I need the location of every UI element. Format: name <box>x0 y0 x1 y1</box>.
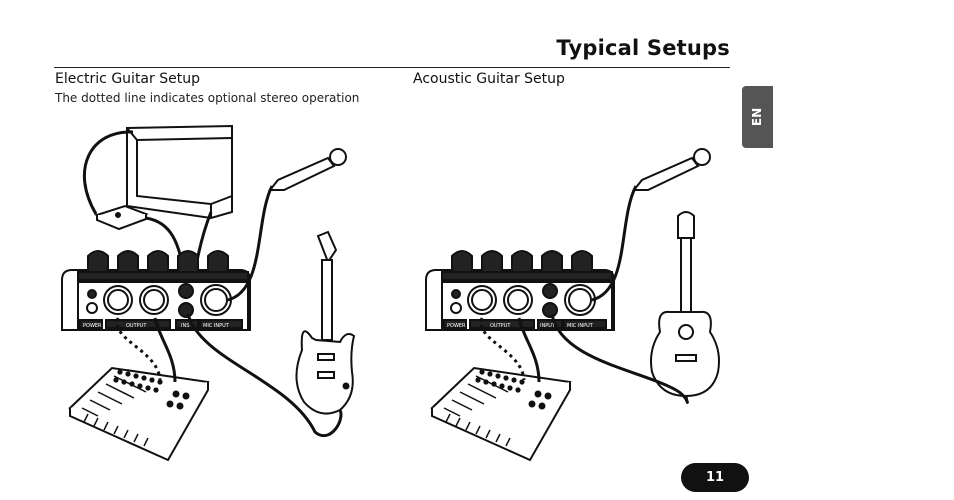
footswitch-icon <box>94 204 149 231</box>
panel-label-mic-input: MIC INPUT <box>203 323 230 329</box>
acoustic-guitar-icon <box>650 211 720 398</box>
panel-label-ins: INS <box>181 323 189 329</box>
mixer-icon <box>430 366 572 462</box>
panel-label-mic-input-2: MIC INPUT <box>567 323 594 329</box>
panel-label-power-2: POWER <box>447 323 466 329</box>
page-title: Typical Setups <box>556 36 730 60</box>
microphone-icon <box>631 148 711 191</box>
electric-guitar-icon <box>295 230 356 415</box>
page-number: 11 <box>681 463 749 492</box>
panel-label-output-2: OUTPUT <box>490 323 511 329</box>
panel-label-input-2: INPUT <box>540 323 556 329</box>
pedal-unit-icon <box>61 250 251 331</box>
pedal-unit-icon <box>425 250 615 331</box>
section-note-electric: The dotted line indicates optional stere… <box>55 91 360 105</box>
microphone-icon <box>267 148 347 191</box>
panel-label-output: OUTPUT <box>126 323 147 329</box>
language-tab: EN <box>742 86 773 148</box>
section-title-acoustic: Acoustic Guitar Setup <box>413 71 565 87</box>
amplifier-icon <box>126 124 233 220</box>
title-rule <box>54 67 730 68</box>
panel-label-power: POWER <box>83 323 102 329</box>
mixer-icon <box>68 366 210 462</box>
section-title-electric: Electric Guitar Setup <box>55 71 200 87</box>
